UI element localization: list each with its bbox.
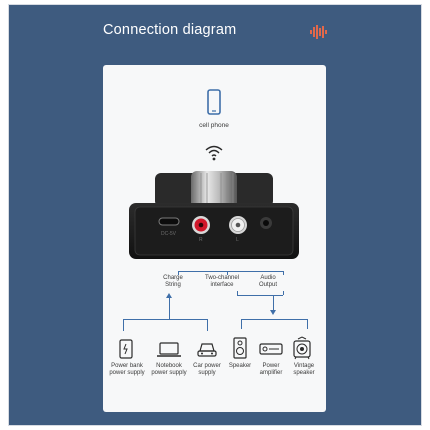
port-l-label: L — [236, 237, 239, 243]
amplifier-icon — [259, 343, 283, 355]
phone-label: cell phone — [199, 122, 229, 129]
vintage-speaker-icon — [293, 336, 311, 360]
charge-arrow-up — [166, 293, 172, 298]
port-r-label: R — [199, 237, 203, 243]
speaker-icon — [233, 337, 247, 359]
connector-tick-left — [178, 271, 179, 275]
soundwave-logo-icon — [310, 25, 327, 39]
page-title: Connection diagram — [103, 22, 237, 38]
smartphone-icon — [207, 89, 221, 115]
connector-tick-right — [283, 271, 284, 275]
vintage-speaker-label: Vintage speaker — [293, 363, 315, 376]
audio-bracket-r — [283, 291, 284, 295]
laptop-icon — [157, 342, 181, 357]
connector-bar-top — [178, 271, 284, 272]
car-power-label: Car power supply — [193, 363, 221, 376]
connector-tick-mid — [227, 271, 228, 275]
diagram-panel: cell phone — [103, 65, 326, 412]
power-bank-label: Power bank power supply — [109, 363, 145, 376]
car-icon — [197, 343, 217, 357]
charge-string-label: Charge String — [163, 275, 183, 288]
audio-bracket-h — [237, 295, 283, 296]
audio-line-vertical — [273, 296, 274, 310]
amplifier-label: Power amplifier — [259, 363, 283, 376]
charge-line-vertical — [169, 297, 170, 319]
output-tick-1 — [241, 319, 242, 329]
notebook-label: Notebook power supply — [151, 363, 187, 376]
power-bank-icon — [119, 339, 133, 359]
audio-output-label: Audio Output — [258, 275, 277, 288]
power-tick-1 — [123, 319, 124, 331]
output-tick-2 — [307, 319, 308, 329]
speaker-label: Speaker — [228, 363, 252, 369]
audio-bracket-l — [237, 291, 238, 295]
power-bar — [123, 319, 207, 320]
wifi-signal-icon — [205, 145, 223, 161]
output-bar — [241, 319, 307, 320]
port-dc-label: DC-5V — [161, 231, 177, 237]
bluetooth-receiver-device — [129, 171, 299, 259]
power-tick-2 — [207, 319, 208, 331]
audio-arrow-down — [270, 310, 276, 315]
two-channel-label: Two-channel interface — [204, 275, 240, 288]
